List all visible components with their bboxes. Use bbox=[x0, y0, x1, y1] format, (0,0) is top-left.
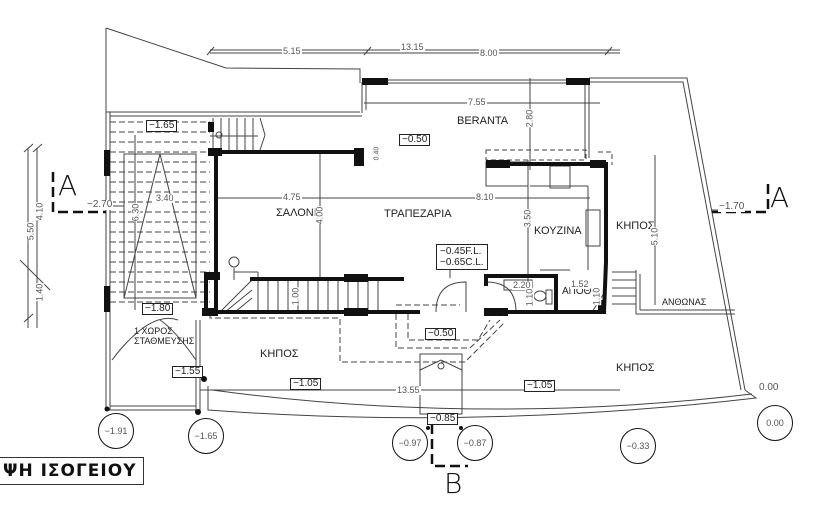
dim-top-total: 13.15 bbox=[400, 42, 425, 52]
spot-level-6: 0.00 bbox=[757, 405, 793, 441]
level-tag-parking: −1.80 bbox=[142, 303, 174, 315]
section-mark-right: A bbox=[770, 181, 790, 214]
level-right-section: −1.70 bbox=[718, 201, 746, 212]
section-mark-bottom: B bbox=[444, 467, 463, 500]
room-label-kitchen: ΚΟΥΖΙΝΑ bbox=[534, 225, 582, 237]
level-ceiling-line: −0.65C.L. bbox=[440, 257, 484, 268]
dim-wc-depth: 1.10 bbox=[524, 288, 535, 307]
spot-level-3: −0.97 bbox=[392, 425, 428, 461]
dim-storage-depth: 1.10 bbox=[591, 287, 602, 306]
dim-top-left: 5.15 bbox=[282, 46, 302, 56]
section-mark-left: A bbox=[58, 169, 78, 202]
room-label-living: ΣΑΛΟΝΙ bbox=[276, 207, 317, 219]
level-east-corner: 0.00 bbox=[758, 382, 780, 393]
dim-south-total: 13.55 bbox=[396, 385, 421, 395]
level-tag-gate: −0.85 bbox=[427, 413, 459, 425]
room-label-storage: ΑΠΟΘ. bbox=[562, 286, 595, 297]
level-tag-floor-ceiling: −0.45F.L. −0.65C.L. bbox=[436, 244, 488, 270]
room-label-parking-line1: 1 ΧΩΡΟΣ bbox=[134, 326, 173, 336]
spot-level-1: −1.91 bbox=[98, 413, 134, 449]
dim-living-depth: 4.00 bbox=[314, 206, 325, 225]
dim-parking-depth: 6.30 bbox=[130, 203, 141, 222]
room-label-veranda: BERANTA bbox=[457, 115, 509, 127]
level-tag-garden-mid: −1.05 bbox=[290, 378, 322, 390]
dim-kitchen-depth: 3.50 bbox=[522, 209, 533, 228]
room-label-planter: ΑΝΘΩΝΑΣ bbox=[662, 297, 707, 307]
room-label-parking-line2: ΣΤΑΘΜΕΥΣΗΣ bbox=[134, 336, 195, 346]
dim-left-total: 5.50 bbox=[25, 222, 36, 241]
drawing-title: ΨΗ ΙΣΟΓΕΙΟΥ bbox=[0, 457, 144, 485]
dim-veranda-depth: 2.80 bbox=[524, 109, 535, 128]
dim-left-upper: 4.10 bbox=[34, 202, 45, 221]
spot-level-4: −0.87 bbox=[457, 425, 493, 461]
room-label-dining: ΤΡΑΠΕΖΑΡΙΑ bbox=[384, 208, 452, 220]
level-floor-line: −0.45F.L. bbox=[440, 246, 482, 257]
room-label-garden-south-right: ΚΗΠΟΣ bbox=[616, 362, 655, 374]
spot-level-2: −1.65 bbox=[188, 418, 224, 454]
level-tag-stair-top: −1.65 bbox=[146, 120, 178, 132]
dim-wc-width: 2.20 bbox=[512, 280, 532, 290]
level-tag-entrance: −0.50 bbox=[425, 328, 457, 340]
dim-veranda-width: 7.55 bbox=[467, 97, 487, 107]
dim-storage-width: 1.52 bbox=[570, 279, 590, 289]
level-tag-garden-left: −1.55 bbox=[172, 366, 204, 378]
dim-top-right: 8.00 bbox=[479, 48, 499, 58]
dim-dining-kitchen-width: 8.10 bbox=[475, 192, 495, 202]
dim-left-lower: 1.40 bbox=[34, 283, 45, 302]
dim-east-garden-depth: 5.10 bbox=[649, 227, 660, 246]
level-tag-garden-right: −1.05 bbox=[524, 380, 556, 392]
room-label-garden-east: ΚΗΠΟΣ bbox=[616, 220, 655, 232]
level-left-section: −2.70 bbox=[86, 199, 114, 210]
room-label-garden-south-left: ΚΗΠΟΣ bbox=[260, 348, 299, 360]
dim-parking-width: 3.40 bbox=[155, 193, 175, 203]
spot-level-5: −0.33 bbox=[620, 428, 656, 464]
dim-stair-width: 1.00 bbox=[290, 287, 301, 306]
dim-living-width: 4.75 bbox=[282, 192, 302, 202]
level-tag-veranda: −0.50 bbox=[399, 134, 431, 146]
dim-small-wall: 0.40 bbox=[373, 146, 381, 161]
